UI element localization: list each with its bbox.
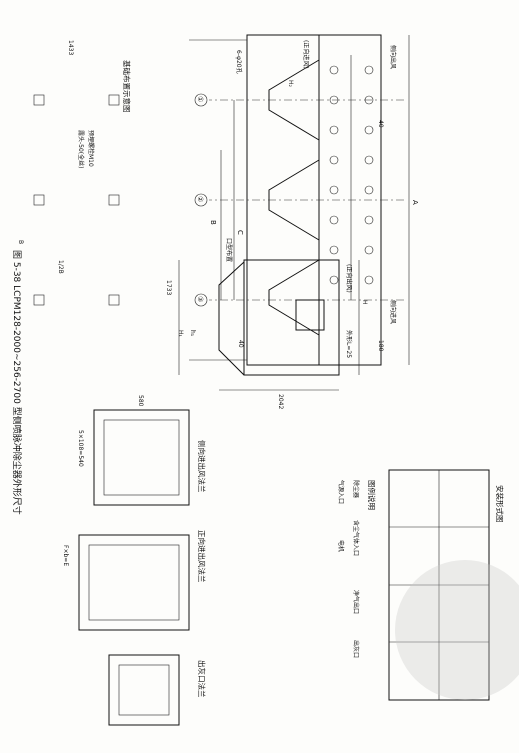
legend-2: 净气出口 bbox=[352, 590, 360, 614]
flange-front-title: 正向进出风法兰 bbox=[197, 530, 207, 583]
dim-C: C bbox=[236, 230, 244, 235]
legend-3: 出灰口 bbox=[352, 640, 360, 658]
foundation-1433: 1433 bbox=[67, 40, 74, 55]
dim-40a: 40 bbox=[377, 120, 384, 128]
label-H1: H₁ bbox=[177, 330, 184, 338]
flange-front-FbE: F×b=E bbox=[62, 545, 69, 566]
label-h1: h₁ bbox=[189, 330, 196, 337]
flange-ash: 出灰口法兰 bbox=[108, 654, 207, 726]
legend-5: 电机 bbox=[337, 540, 345, 552]
label-holes: 6-φ20孔 bbox=[235, 50, 243, 74]
flange-side-title: 侧向进出风法兰 bbox=[197, 440, 207, 493]
front-view: A C B ① ② ③ 侧向出风 侧向进风 (正向进风) 口型布置 6-φ20孔… bbox=[177, 34, 419, 366]
axis-3: ③ bbox=[196, 296, 204, 302]
axis-1: ① bbox=[196, 96, 204, 102]
side-label-outlet: (正向出风) bbox=[345, 264, 353, 293]
label-front-inlet: (正向进风) bbox=[302, 40, 310, 69]
hopper-3 bbox=[268, 259, 320, 336]
foundation-title: 基础布置示意图 bbox=[122, 60, 132, 113]
install-title: 安装形式图 bbox=[495, 485, 505, 523]
side-motor bbox=[295, 299, 325, 331]
install-forms: 安装形式图 图例说明 除尘器 含尘气体入口 净气出口 出灰口 气源入口 电机 bbox=[337, 469, 505, 701]
side-dim-H: H bbox=[361, 300, 368, 305]
side-dim-1433: 1733 bbox=[165, 280, 172, 295]
foundation-layout: 基础布置示意图 预埋螺栓M10 露头-50(全丝) 1433 B 1/2B bbox=[17, 40, 132, 306]
flange-front: 正向进出风法兰 F×b=E bbox=[62, 530, 207, 631]
side-view: H 1733 2042 (正向出风) 外形L=25 bbox=[165, 259, 368, 409]
dim-180: 180 bbox=[377, 340, 384, 352]
label-H2: H₂ bbox=[287, 80, 294, 88]
flange-ash-title: 出灰口法兰 bbox=[197, 660, 207, 698]
label-side-outlet: 侧向出风 bbox=[389, 45, 397, 69]
axis-2: ② bbox=[196, 196, 204, 202]
legend-0: 除尘器 bbox=[352, 480, 360, 498]
legend-title: 图例说明 bbox=[367, 480, 377, 510]
side-body bbox=[243, 259, 340, 376]
foundation-bolt-head: 露头-50(全丝) bbox=[77, 130, 85, 168]
legend-1: 含尘气体入口 bbox=[352, 520, 360, 556]
label-side-inlet: 侧向进风 bbox=[389, 300, 397, 324]
dim-40b: 40 bbox=[237, 340, 244, 348]
dim-A: A bbox=[411, 200, 419, 205]
label-port-layout: 口型布置 bbox=[225, 238, 233, 262]
side-dim-2042: 2042 bbox=[277, 394, 284, 409]
pulse-valve-row bbox=[329, 65, 374, 285]
watermark-seal bbox=[395, 560, 519, 700]
foundation-bolt: 预埋螺栓M10 bbox=[87, 130, 95, 167]
dim-B: B bbox=[209, 220, 217, 225]
legend-4: 气源入口 bbox=[337, 480, 345, 504]
flange-side-580: 580 bbox=[137, 395, 144, 407]
flange-side: 侧向进出风法兰 5×108=540 580 bbox=[77, 395, 207, 506]
figure-caption: 图 5-38 LCPM128-2000~256-2700 型侧喷脉冲除尘器外形尺… bbox=[11, 250, 23, 515]
side-label-L: 外形L=25 bbox=[345, 330, 353, 358]
foundation-B: B bbox=[17, 240, 24, 244]
foundation-halfB: 1/2B bbox=[57, 260, 64, 274]
flange-side-540: 5×108=540 bbox=[77, 430, 84, 467]
